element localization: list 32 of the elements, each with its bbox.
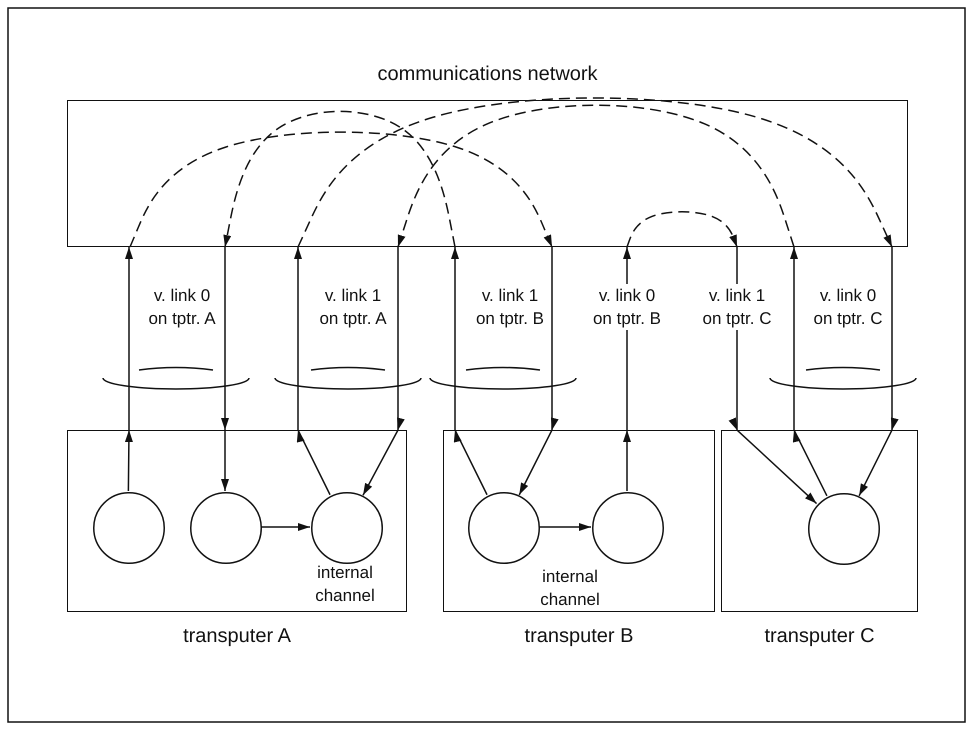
arrow [125, 247, 133, 491]
link-label: v. link 1 on tptr. A [318, 285, 388, 330]
box-title: transputer A [182, 625, 292, 648]
process-circle [93, 492, 165, 564]
dashed-arrow [397, 104, 795, 248]
arrow [518, 247, 558, 496]
edge-label: v. link 0 on tptr. B [591, 284, 663, 330]
box-title: transputer C [763, 625, 876, 648]
arrow [261, 523, 310, 531]
channel-label: internal channel [539, 566, 601, 611]
arrow [539, 523, 591, 531]
edge-label: v. link 1 on tptr. C [701, 284, 773, 330]
dashed-arrow [223, 110, 456, 248]
process-circle [808, 493, 880, 565]
box-title: communications network [376, 63, 599, 86]
dashed-arrow [626, 211, 738, 248]
arrow [451, 247, 488, 496]
link-label: v. link 0 on tptr. A [147, 285, 217, 330]
process-circle [468, 492, 540, 564]
arrow [858, 247, 898, 496]
link-label: v. link 0 on tptr. C [812, 285, 884, 330]
process-circle [592, 492, 664, 564]
dashed-arrow [129, 131, 553, 248]
process-circle [190, 492, 262, 564]
arrow [790, 247, 828, 496]
dashed-arrow [297, 97, 893, 248]
arrow [221, 247, 229, 491]
process-circle [311, 492, 383, 564]
link-label: v. link 1 on tptr. B [474, 285, 546, 330]
arrow [294, 247, 331, 496]
arrow [362, 247, 404, 496]
channel-label: internal channel [314, 562, 376, 607]
